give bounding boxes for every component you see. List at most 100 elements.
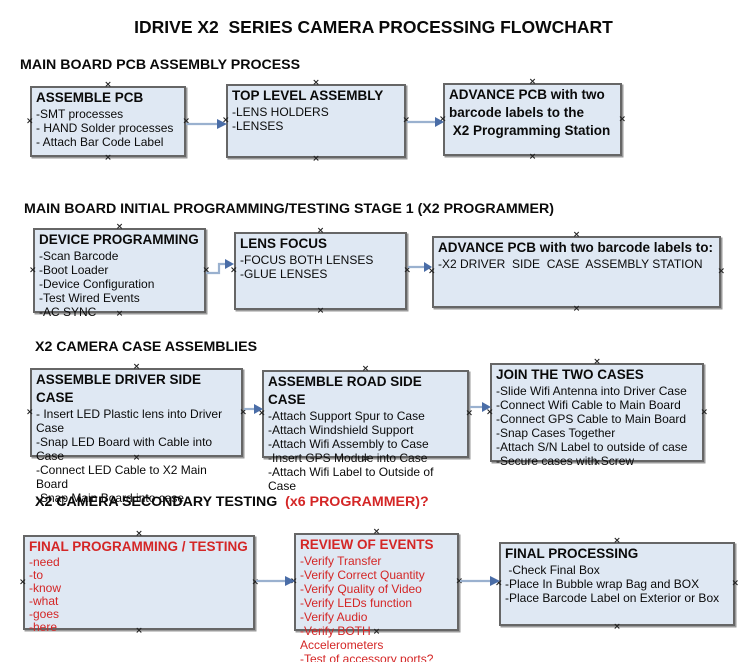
process-box-join-the-two-cases: JOIN THE TWO CASES -Slide Wifi Antenna i… [486, 358, 708, 469]
box-body: -Scan Barcode-Boot Loader-Device Configu… [39, 249, 200, 319]
box-line: -Verify Audio [300, 610, 368, 624]
box-body: -X2 DRIVER SIDE CASE ASSEMBLY STATION [438, 257, 715, 271]
box-line: -Snap LED Board with Cable into Case [36, 435, 216, 463]
box-line: -Scan Barcode [39, 249, 119, 263]
box-line: - Attach Bar Code Label [36, 135, 164, 149]
connection-anchor-mark: × [402, 115, 410, 126]
process-box-advance-pcb-driver-side: ADVANCE PCB with two barcode labels to: … [428, 231, 725, 314]
box-title: TOP LEVEL ASSEMBLY [232, 88, 384, 103]
box-line: -Attach Wifi Assembly to Case [268, 437, 429, 451]
arrow-row3-2 [470, 402, 491, 412]
arrow-row3-1 [244, 404, 263, 414]
box-body: -Slide Wifi Antenna into Driver Case-Con… [496, 384, 698, 468]
box-title: ASSEMBLE PCB [36, 90, 144, 105]
box-title: LENS FOCUS [240, 236, 328, 251]
connection-anchor-mark: × [312, 154, 320, 164]
section-3-heading: X2 CAMERA CASE ASSEMBLIES [35, 339, 258, 355]
box-line: -Verify Correct Quantity [300, 568, 425, 582]
box-body: -need-to-know-what-goes-here [29, 556, 249, 634]
box-line: -know [29, 581, 62, 595]
connection-anchor-mark: × [455, 576, 463, 587]
connection-anchor-mark: × [731, 578, 739, 589]
connection-anchor-mark: × [104, 153, 112, 163]
section-4-heading-text: X2 CAMERA SECONDARY TESTING [35, 494, 286, 510]
box-line: -GLUE LENSES [240, 267, 328, 281]
box-line: -Verify BOTH Accelerometers [300, 624, 384, 652]
connection-anchor-mark: × [403, 265, 411, 276]
connection-anchor-mark: × [135, 529, 143, 539]
box-line: -Attach Wifi Label to Outside of Case [268, 465, 437, 493]
box-line: -Insert GPS Module into Case [268, 451, 428, 465]
connection-anchor-mark: × [182, 116, 190, 126]
connection-anchor-mark: × [132, 362, 141, 372]
box-line: -FOCUS BOTH LENSES [240, 253, 374, 267]
box-body: -LENS HOLDERS-LENSES [232, 105, 400, 133]
box-title: JOIN THE TWO CASES [496, 367, 644, 382]
arrow-row2-2 [408, 262, 432, 272]
box-line: -Connect LED Cable to X2 Main Board [36, 463, 211, 491]
box-line: -Test of accessory ports? [300, 652, 434, 662]
connection-anchor-mark: × [528, 77, 537, 87]
box-body: -Verify Transfer-Verify Correct Quantity… [300, 554, 453, 662]
box-line: -Verify Quality of Video [300, 582, 422, 596]
connection-anchor-mark: × [495, 578, 503, 589]
box-line: -Test Wired Events [39, 291, 140, 305]
process-box-final-processing: FINAL PROCESSING -Check Final Box -Place … [495, 537, 739, 632]
connection-anchor-mark: × [239, 407, 247, 417]
connection-anchor-mark: × [312, 78, 320, 88]
box-body: - Insert LED Plastic lens into Driver Ca… [36, 407, 237, 505]
box-title: FINAL PROGRAMMING / TESTING [29, 539, 248, 554]
box-title: FINAL PROCESSING [505, 546, 639, 561]
process-box-final-programming-testing: FINAL PROGRAMMING / TESTING -need-to-kno… [19, 530, 259, 636]
box-title: ADVANCE PCB with two barcode labels to: [438, 240, 714, 255]
box-line: -Attach Support Spur to Case [268, 409, 425, 423]
connection-anchor-mark: × [572, 304, 581, 314]
connection-anchor-mark: × [251, 577, 259, 587]
box-line: -LENSES [232, 119, 284, 133]
connection-anchor-mark: × [465, 408, 473, 419]
process-box-assemble-road-side-case: ASSEMBLE ROAD SIDE CASE -Attach Support … [258, 365, 473, 494]
section-1-heading: MAIN BOARD PCB ASSEMBLY PROCESS [20, 57, 301, 73]
connection-anchor-mark: × [372, 527, 381, 537]
box-line: -Attach Windshield Support [268, 423, 414, 437]
connection-anchor-mark: × [316, 306, 325, 316]
connection-anchor-mark: × [202, 265, 210, 275]
box-title: ASSEMBLE ROAD SIDE CASE [268, 374, 426, 407]
process-box-assemble-pcb: ASSEMBLE PCB -SMT processes- HAND Solder… [26, 81, 190, 163]
process-box-top-level-assembly: TOP LEVEL ASSEMBLY -LENS HOLDERS-LENSES … [222, 79, 410, 164]
box-title: REVIEW OF EVENTS [300, 537, 434, 552]
connection-anchor-mark: × [613, 622, 621, 632]
box-line: -Connect Wifi Cable to Main Board [496, 398, 681, 412]
connection-anchor-mark: × [19, 577, 27, 587]
connection-anchor-mark: × [700, 407, 708, 417]
connection-anchor-mark: × [439, 114, 447, 124]
box-line: -Secure cases with Screw [496, 454, 635, 468]
box-body: -FOCUS BOTH LENSES-GLUE LENSES [240, 253, 401, 281]
process-box-device-programming: DEVICE PROGRAMMING -Scan Barcode-Boot Lo… [29, 223, 210, 320]
connection-anchor-mark: × [230, 265, 238, 276]
process-box-assemble-driver-side-case: ASSEMBLE DRIVER SIDE CASE - Insert LED P… [26, 363, 247, 506]
process-box-lens-focus: LENS FOCUS -FOCUS BOTH LENSES-GLUE LENSE… [230, 227, 411, 316]
box-line: -Check Final Box [505, 563, 600, 577]
box-line: -Place Barcode Label on Exterior or Box [505, 591, 720, 605]
box-body: -Attach Support Spur to Case-Attach Wind… [268, 409, 463, 493]
arrow-row1-1 [186, 119, 227, 129]
box-line: -X2 DRIVER SIDE CASE ASSEMBLY STATION [438, 257, 703, 271]
connection-anchor-mark: × [618, 114, 626, 124]
box-line: -to [29, 568, 44, 582]
box-line: -LENS HOLDERS [232, 105, 329, 119]
box-line: - HAND Solder processes [36, 121, 174, 135]
connection-anchor-mark: × [717, 266, 725, 277]
box-line: -Snap Main Board into case [36, 491, 185, 505]
box-title: ASSEMBLE DRIVER SIDE CASE [36, 372, 205, 405]
connection-anchor-mark: × [290, 576, 298, 587]
arrow-row2-1 [206, 259, 234, 275]
connection-anchor-mark: × [222, 115, 230, 126]
box-line: -Slide Wifi Antenna into Driver Case [496, 384, 687, 398]
arrow-row1-2 [407, 117, 444, 127]
process-box-review-of-events: REVIEW OF EVENTS -Verify Transfer-Verify… [290, 528, 463, 662]
arrow-row4-2 [460, 576, 500, 586]
box-line: -AC SYNC [39, 305, 97, 319]
box-line: -Device Configuration [39, 277, 155, 291]
